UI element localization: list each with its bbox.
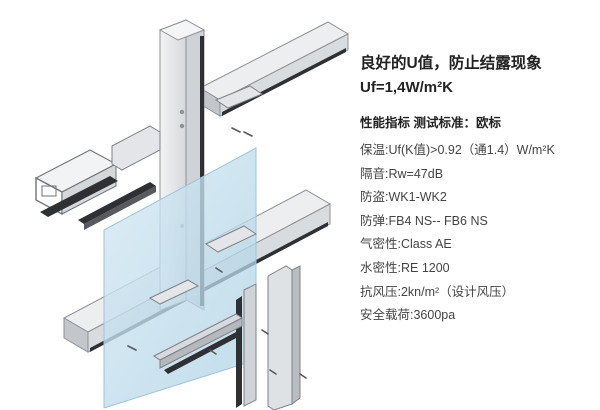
connector-plate-low [148, 279, 200, 305]
mounting-bracket [111, 125, 161, 171]
spec-row-bullet: 防弹:FB4 NS-- FB6 NS [360, 213, 488, 228]
spec-row-load: 安全载荷:3600pa [360, 308, 456, 323]
headline-title: 良好的U值，防止结露现象 [360, 55, 542, 72]
spec-row-burglary: 防盗:WK1-WK2 [360, 190, 447, 205]
screw-set [127, 127, 307, 379]
connector-plate-mid [204, 225, 258, 253]
spec-row-airtightness: 气密性:Class AE [360, 237, 452, 252]
spec-row-wind: 抗风压:2kn/m²（设计风压） [360, 284, 515, 299]
pressure-plate-strip-lower [153, 313, 243, 374]
spec-panel: 良好的U值，防止结露现象 Uf=1,4W/m²K 性能指标 测试标准：欧标 保温… [360, 54, 596, 328]
spec-heading: 性能指标 测试标准：欧标 [360, 116, 501, 130]
connector-plate-top [214, 85, 264, 109]
cover-cap-left [40, 176, 118, 217]
spec-row-sound: 隔音:Rw=47dB [360, 166, 444, 181]
spec-row-insulation: 保温:Uf(K值)>0.92（通1.4）W/m²K [360, 143, 555, 157]
headline-uvalue: Uf=1,4W/m²K [360, 79, 453, 96]
spec-row-watertightness: 水密性:RE 1200 [360, 260, 450, 275]
spec-list: 保温:Uf(K值)>0.92（通1.4）W/m²K 隔音:Rw=47dB 防盗:… [360, 139, 596, 328]
pressure-plate-strip-upper [78, 182, 156, 230]
